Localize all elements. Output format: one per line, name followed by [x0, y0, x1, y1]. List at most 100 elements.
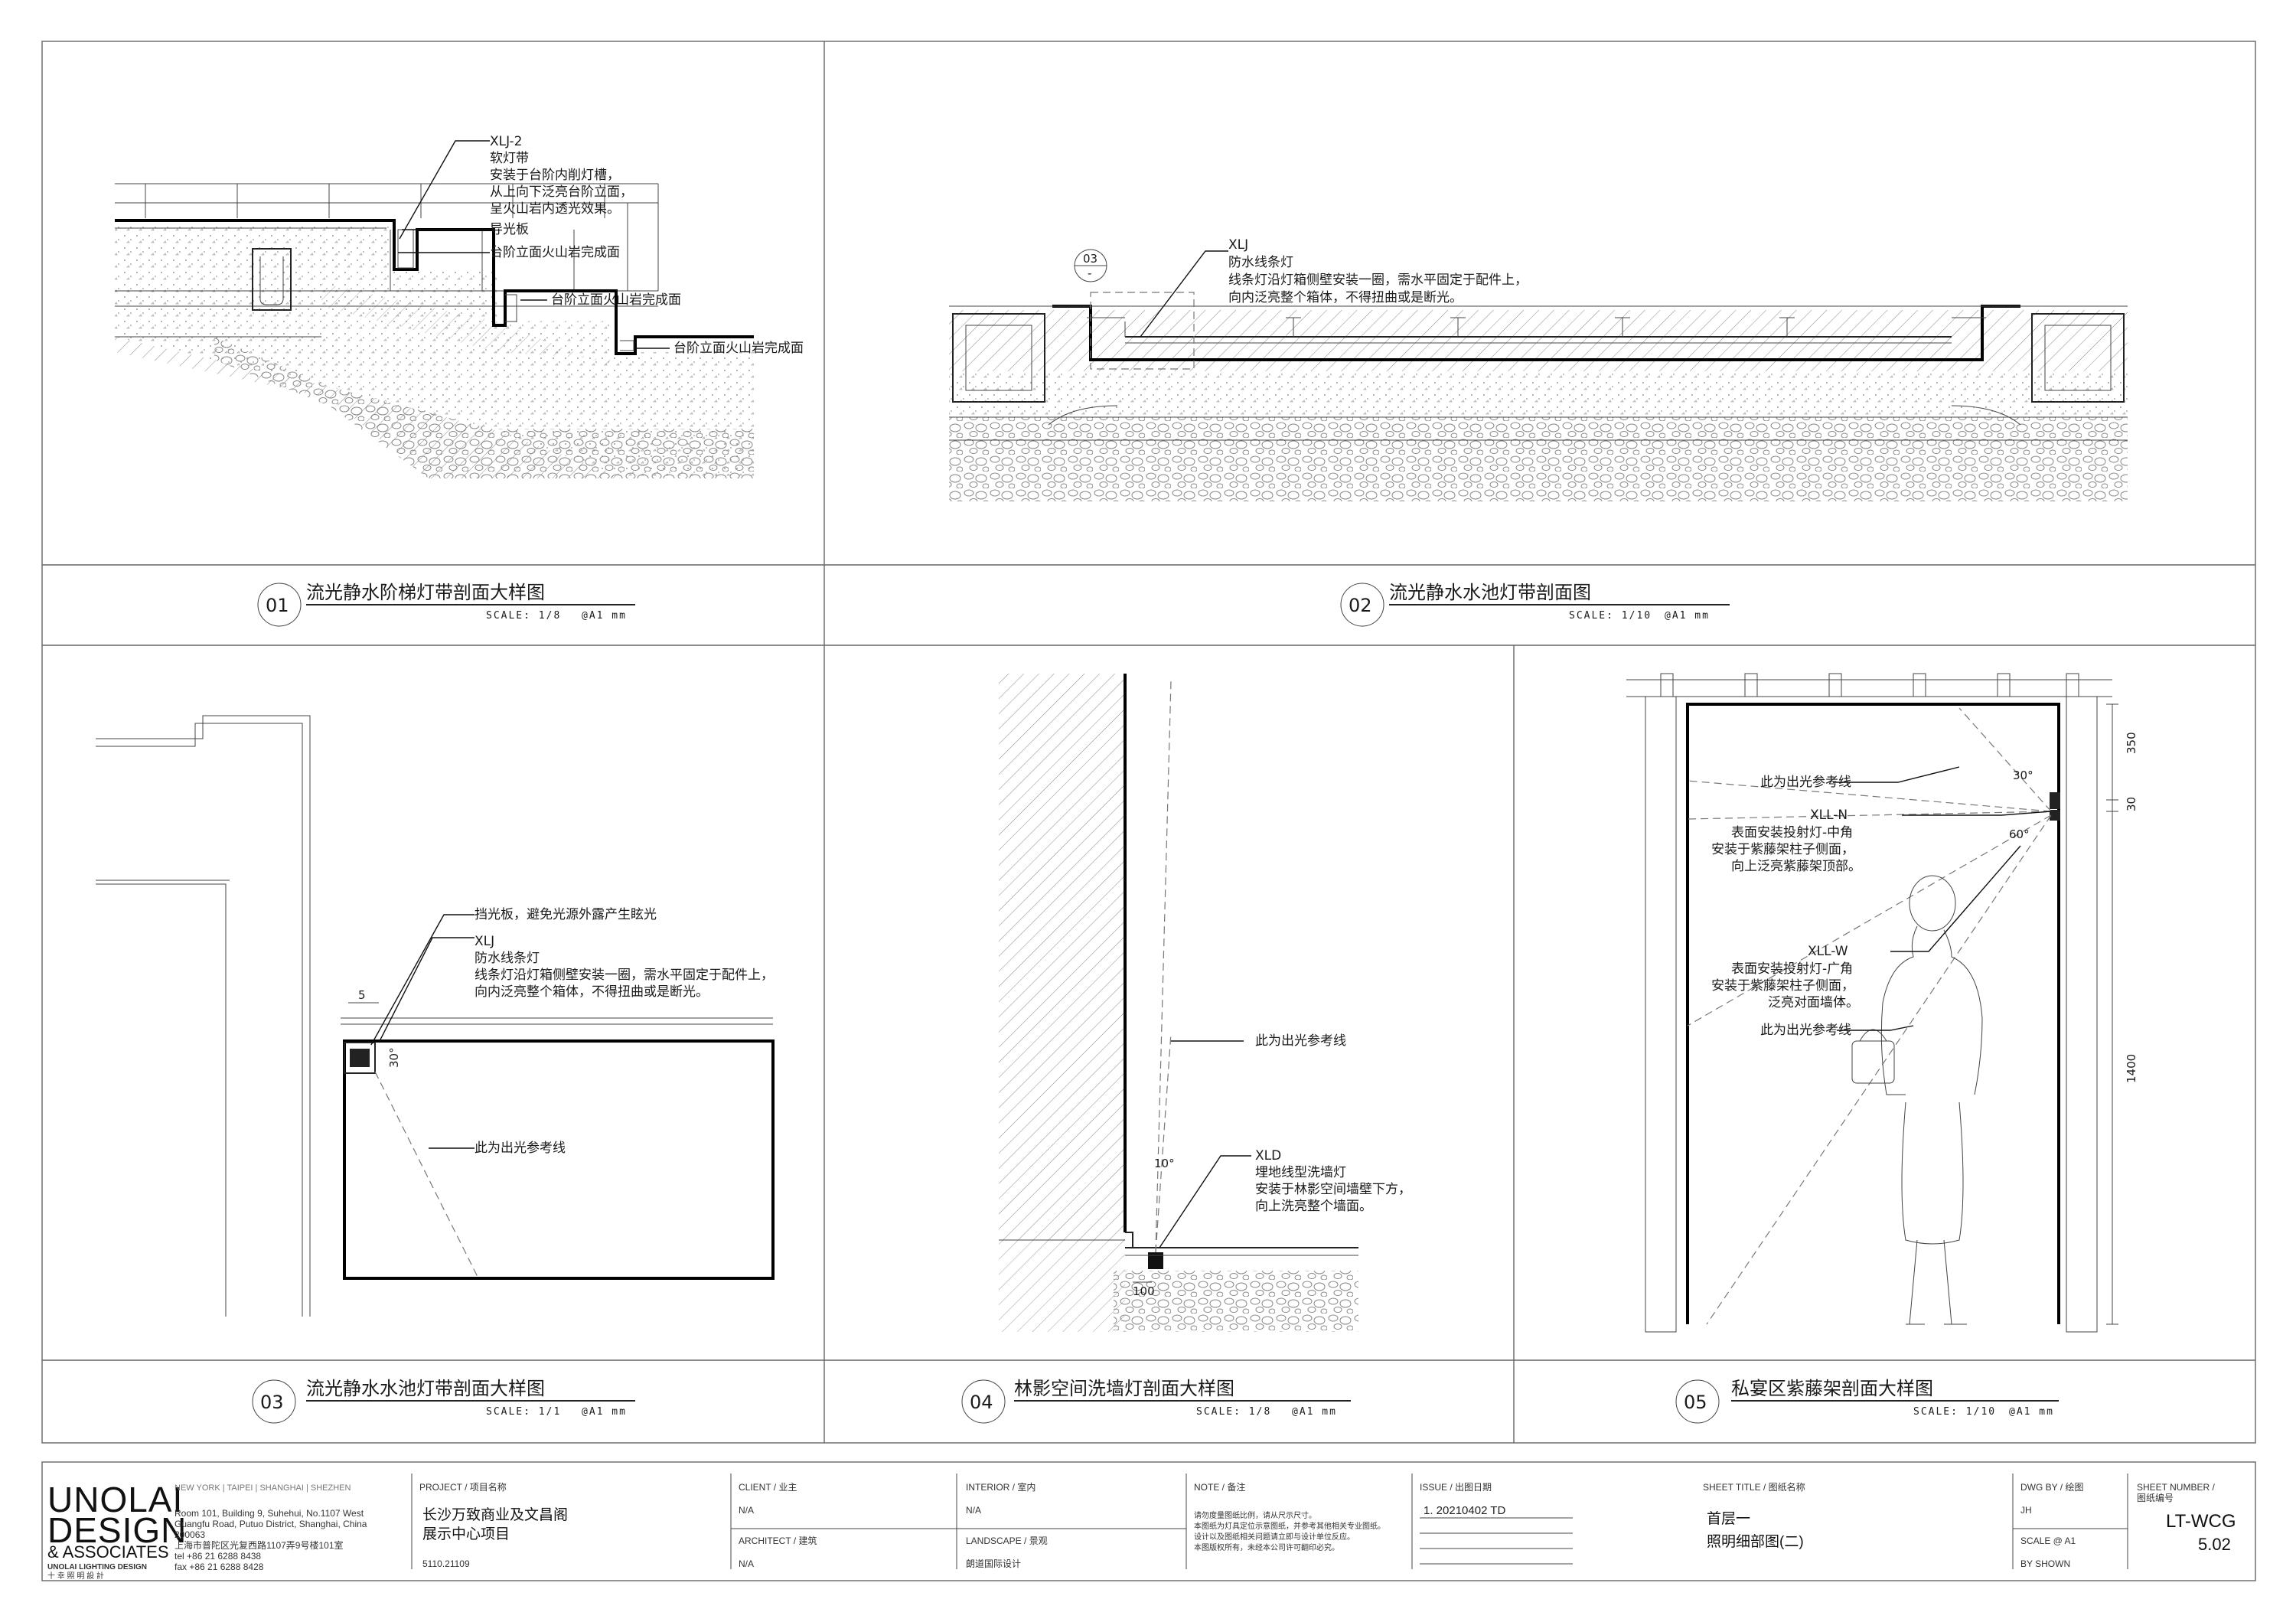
panel-05-drawing: 30° 60° 350 30 1400: [1626, 673, 2138, 1333]
p5-ref-line-2: 此为出光参考线: [1760, 1023, 1851, 1038]
architect-value: N/A: [739, 1558, 754, 1569]
p3-line-2: 线条灯沿灯箱侧壁安装一圈，需水平固定于配件上，: [475, 968, 774, 983]
p5-dim-1: 350: [2125, 732, 2138, 754]
p1-scale: SCALE: 1/8: [486, 610, 561, 622]
p1-face-3: 台阶立面火山岩完成面: [673, 341, 804, 356]
p3-angle: 30°: [387, 1047, 401, 1068]
p5-scale: SCALE: 1/10: [1913, 1406, 1996, 1418]
p2-ref-num: 03: [1083, 252, 1097, 266]
panel-01-drawing: [115, 140, 754, 478]
address-4: 上海市普陀区光复西路1107弄9号楼101室: [174, 1539, 344, 1551]
sheet-title-1: 首层一: [1707, 1510, 1750, 1527]
logo-line-1: UNOLAI: [47, 1480, 183, 1519]
sheet-frame: [41, 41, 2256, 1444]
p5-ref-line-1: 此为出光参考线: [1760, 775, 1851, 790]
project-label: PROJECT / 项目名称: [419, 1481, 507, 1493]
p2-code: XLJ: [1228, 237, 1248, 253]
note-1: 请勿度量图纸比例，请从尺示尺寸。: [1194, 1510, 1316, 1520]
logo-cn: 十 幸 照 明 設 計: [47, 1571, 104, 1581]
p5-l1-2: 安装于紫藤架柱子侧面，: [1711, 842, 1854, 857]
offices: NEW YORK | TAIPEI | SHANGHAI | SHEZHEN: [174, 1483, 351, 1493]
issue-value: 1. 20210402 TD: [1424, 1504, 1505, 1517]
p4-code: XLD: [1255, 1148, 1281, 1163]
panel-04-drawing: 100 10°: [999, 674, 1358, 1332]
p4-paper: @A1 mm: [1292, 1406, 1337, 1418]
panel-01-notes: XLJ-2 软灯带 安装于台阶内削灯槽， 从上向下泛亮台阶立面， 呈火山岩内透光…: [490, 134, 804, 356]
p2-paper: @A1 mm: [1665, 610, 1710, 622]
p3-line-1: 防水线条灯: [475, 951, 540, 966]
p1-face-2: 台阶立面火山岩完成面: [551, 292, 681, 308]
scale-label: SCALE @ A1: [2020, 1536, 2076, 1546]
p1-line-3: 从上向下泛亮台阶立面，: [490, 184, 633, 200]
note-2: 本图纸为灯具定位示意图纸，并参考其他相关专业图纸。: [1194, 1521, 1385, 1531]
p3-line-3: 向内泛亮整个箱体，不得扭曲或是断光。: [475, 984, 709, 1000]
panel-05-title-block: 05 私宴区紫藤架剖面大样图 SCALE: 1/10 @A1 mm: [1675, 1378, 2059, 1424]
p1-guide: 导光板: [490, 222, 529, 237]
interior-value: N/A: [966, 1505, 981, 1516]
p5-dim-2: 30: [2125, 797, 2138, 811]
logo-line-2: DESIGN: [47, 1510, 187, 1550]
p1-face-1: 台阶立面火山岩完成面: [490, 245, 620, 260]
p1-line-2: 安装于台阶内削灯槽，: [490, 168, 620, 183]
p4-title: 林影空间洗墙灯剖面大样图: [1014, 1378, 1234, 1399]
address-5: tel +86 21 6288 8438: [174, 1551, 261, 1562]
project-line-1: 长沙万致商业及文昌阁: [422, 1506, 568, 1523]
address-6: fax +86 21 6288 8428: [174, 1562, 264, 1572]
issue-label: ISSUE / 出图日期: [1420, 1482, 1492, 1493]
p3-ref-line: 此为出光参考线: [475, 1141, 566, 1156]
architect-label: ARCHITECT / 建筑: [739, 1535, 817, 1546]
p4-dim: 100: [1133, 1284, 1155, 1298]
p5-l2-2: 安装于紫藤架柱子侧面，: [1711, 978, 1854, 994]
sheet-sub-number: 5.02: [2198, 1535, 2231, 1554]
panel-03-title-block: 03 流光静水水池灯带剖面大样图 SCALE: 1/1 @A1 mm: [252, 1378, 635, 1424]
p1-line-4: 呈火山岩内透光效果。: [490, 201, 620, 217]
p2-line-1: 防水线条灯: [1228, 255, 1293, 270]
scale-value: BY SHOWN: [2020, 1558, 2070, 1569]
p5-number: 05: [1684, 1392, 1707, 1413]
p3-paper: @A1 mm: [582, 1406, 627, 1418]
p3-scale: SCALE: 1/1: [486, 1406, 561, 1418]
p4-scale: SCALE: 1/8: [1196, 1406, 1271, 1418]
p4-angle: 10°: [1154, 1157, 1175, 1170]
address-2: Guangfu Road, Putuo District, Shanghai, …: [174, 1519, 367, 1529]
p4-ref-line: 此为出光参考线: [1255, 1033, 1346, 1049]
p3-number: 03: [260, 1392, 284, 1413]
client-value: N/A: [739, 1505, 754, 1516]
p4-line-1: 埋地线型洗墙灯: [1255, 1165, 1346, 1180]
p5-code-2: XLL-W: [1808, 944, 1848, 959]
landscape-label: LANDSCAPE / 景观: [966, 1536, 1048, 1546]
address-1: Room 101, Building 9, Suhehui, No.1107 W…: [174, 1508, 364, 1519]
panel-02-drawing: 03 -: [949, 249, 2128, 501]
person-figure: [1851, 875, 1983, 1325]
p5-code-1: XLL-N: [1810, 808, 1848, 823]
panel-05-notes: 此为出光参考线 XLL-N 表面安装投射灯-中角 安装于紫藤架柱子侧面， 向上泛…: [1711, 775, 1861, 1038]
p2-line-2: 线条灯沿灯箱侧壁安装一圈，需水平固定于配件上，: [1228, 273, 1528, 288]
dwg-by-value: JH: [2020, 1505, 2032, 1516]
dwg-by-label: DWG BY / 绘图: [2020, 1481, 2083, 1493]
p3-dim: 5: [358, 988, 366, 1002]
p1-line-1: 软灯带: [490, 151, 529, 166]
p4-line-3: 向上洗亮整个墙面。: [1255, 1199, 1372, 1214]
p5-angle-2: 60°: [2009, 827, 2030, 841]
client-label: CLIENT / 业主: [739, 1482, 797, 1493]
p4-line-2: 安装于林影空间墙壁下方，: [1255, 1182, 1411, 1197]
sheet-title-label: SHEET TITLE / 图纸名称: [1703, 1481, 1805, 1493]
p5-dim-3: 1400: [2125, 1054, 2138, 1083]
p3-shield: 挡光板，避免光源外露产生眩光: [475, 907, 657, 922]
p5-angle-1: 30°: [2013, 769, 2033, 782]
panel-02-title-block: 02 流光静水水池灯带剖面图 SCALE: 1/10 @A1 mm: [1340, 582, 1730, 627]
note-4: 本图版权所有，未经本公司许可翻印必究。: [1194, 1542, 1339, 1552]
panel-03-notes: 挡光板，避免光源外露产生眩光 XLJ 防水线条灯 线条灯沿灯箱侧壁安装一圈，需水…: [475, 907, 774, 1156]
p5-paper: @A1 mm: [2009, 1406, 2054, 1418]
p5-l2-3: 泛亮对面墙体。: [1768, 995, 1859, 1010]
panel-02-notes: XLJ 防水线条灯 线条灯沿灯箱侧壁安装一圈，需水平固定于配件上， 向内泛亮整个…: [1228, 237, 1528, 305]
title-block: UNOLAI DESIGN & ASSOCIATES UNOLAI LIGHTI…: [41, 1461, 2256, 1581]
p2-ref-sub: -: [1088, 266, 1091, 280]
p2-line-3: 向内泛亮整个箱体，不得扭曲或是断光。: [1228, 290, 1463, 305]
p2-number: 02: [1349, 595, 1372, 616]
p5-l1-1: 表面安装投射灯-中角: [1731, 825, 1853, 840]
panel-04-title-block: 04 林影空间洗墙灯剖面大样图 SCALE: 1/8 @A1 mm: [961, 1378, 1351, 1424]
p1-number: 01: [266, 595, 289, 616]
interior-label: INTERIOR / 室内: [966, 1481, 1035, 1493]
